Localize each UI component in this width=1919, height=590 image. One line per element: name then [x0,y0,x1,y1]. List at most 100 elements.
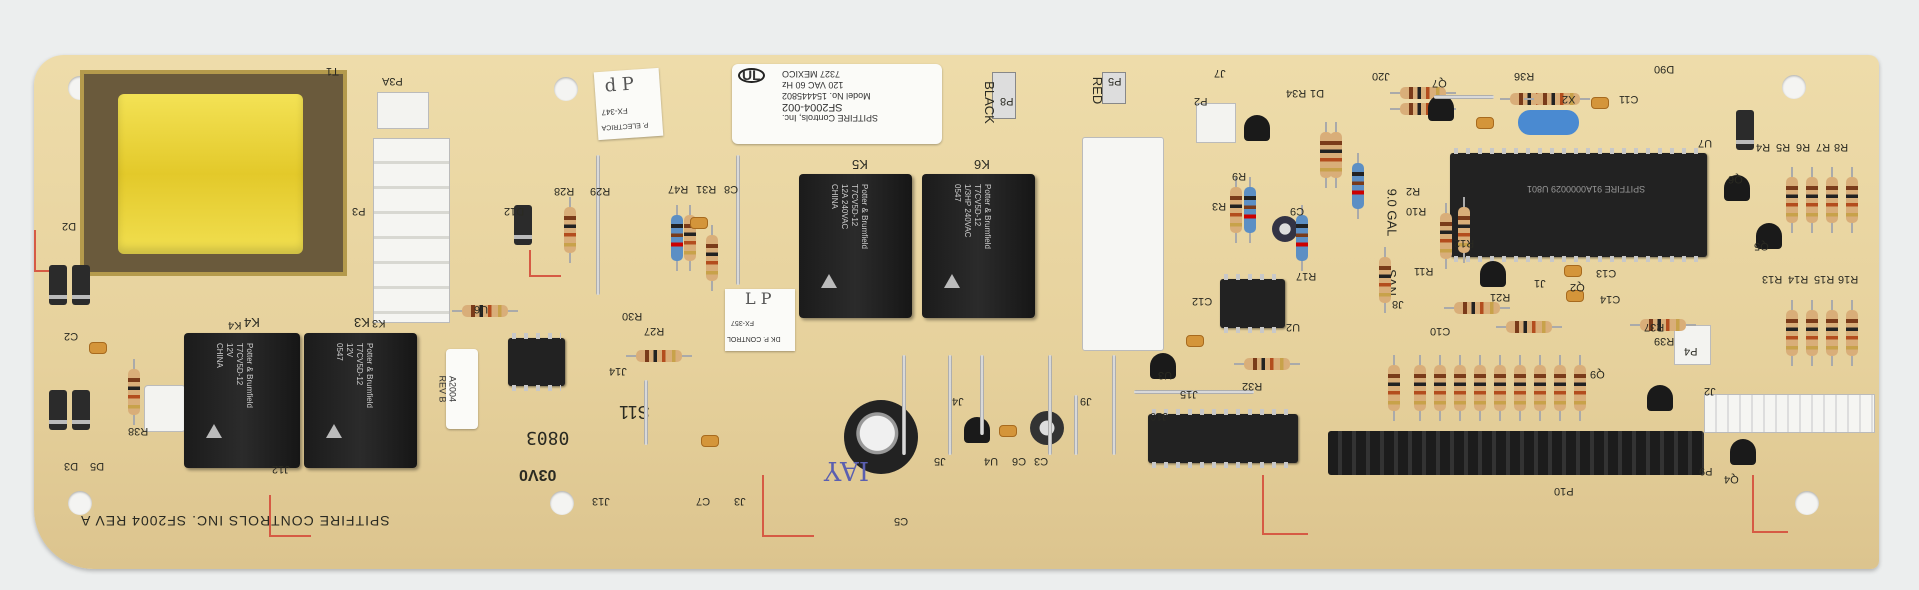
mounting-hole [68,491,92,515]
resistor [1630,319,1696,331]
resistor [1496,321,1562,333]
transistor [1244,115,1270,141]
ref-designator: R4 [1756,141,1771,153]
terminal-p5[interactable] [1102,72,1126,104]
ref-designator: C14 [1600,293,1621,305]
ceramic-resonator-x2 [1518,110,1579,135]
resistor [1458,197,1470,263]
ref-designator: P3A [382,75,403,87]
warning-triangle-icon [944,274,960,288]
wire-jumper [1048,355,1052,455]
date-code: 0803 [526,427,570,448]
terminal-p8[interactable] [992,72,1016,119]
transistor [1756,223,1782,249]
sticker-electrica: d P FX-347 P. ELECTRICA [593,67,664,141]
ref-designator: R28 [554,185,575,197]
ref-designator: R10 [1406,205,1427,217]
manufacturer-silkscreen: SPITFIRE CONTROLS INC. SF2004 REV A [80,513,390,529]
ref-designator: Q5 [1754,240,1769,252]
ic-u2 [1220,274,1285,333]
diode [72,390,90,430]
wire-jumper [902,355,906,455]
ref-designator: P3 [352,205,366,217]
resistor [1554,355,1566,421]
capacitor-c3 [1030,411,1064,445]
transistor [1647,385,1673,411]
ref-designator: J13 [592,495,610,507]
ref-designator: D90 [1654,63,1675,75]
sticker-control: L P FX-357 DK P. CONTROL [725,289,795,351]
transformer [80,70,347,276]
wire-jumper [948,355,952,455]
connector-p9[interactable] [1704,394,1875,433]
model-label-sticker: UL SPITFIRE Controls, Inc. SF2004-002 Mo… [732,64,942,144]
ref-designator: R34 [1286,87,1307,99]
ref-designator: R11 [1414,265,1434,277]
ref-designator: D12 [504,205,525,217]
resistor [452,305,518,317]
connector-p10[interactable] [1328,431,1704,475]
ref-designator: R47 [668,183,689,195]
connector-p4[interactable] [1674,325,1711,365]
ref-designator: Q7 [1432,77,1447,89]
ceramic-capacitor [1564,265,1582,277]
wire-jumper [1112,355,1116,455]
resistor [1826,167,1838,233]
ref-designator: R36 [1514,70,1535,82]
transistor [964,417,990,443]
resistor [1806,300,1818,366]
ref-designator: R32 [1242,380,1263,392]
ic-u3 [1148,409,1298,468]
connector-p3[interactable] [373,138,450,323]
ref-designator: J10 [1150,410,1168,422]
resistor [1524,93,1590,105]
resistor [1806,167,1818,233]
ref-designator: J4 [952,395,964,407]
mounting-hole [550,491,574,515]
ref-designator: U3 [1158,369,1173,381]
resistor [1454,355,1466,421]
ceramic-capacitor [1476,117,1494,129]
ref-designator: C10 [1430,325,1451,337]
transformer-coil [118,94,303,254]
microcontroller-u7: SPITFIRE 91A0000029 U801 [1450,148,1707,262]
ceramic-capacitor [701,435,719,447]
resistor [1494,355,1506,421]
ref-designator: R3 [1212,200,1227,212]
ref-designator: C3 [1034,455,1049,467]
capacitor-c9 [1272,216,1298,242]
ref-designator: T1 [326,65,339,77]
ref-designator: C12 [1192,295,1213,307]
ref-k3: K3 [354,315,370,330]
trace-mark [762,475,814,537]
ref-designator: K4 [228,319,242,331]
ref-designator: P10 [1554,485,1574,497]
ref-designator: C6 [1012,455,1027,467]
transistor [1428,95,1454,121]
ref-designator: J12 [272,463,290,475]
transistor [1730,439,1756,465]
resistor [1534,355,1546,421]
trace-mark [1262,475,1308,535]
connector-p2[interactable] [1196,103,1236,143]
ref-designator: Q4 [1724,473,1739,485]
ceramic-capacitor [999,425,1017,437]
transistor [1480,261,1506,287]
ref-designator: J8 [1392,298,1404,310]
wire-jumper [644,380,648,445]
ref-designator: R37 [1644,321,1665,333]
ceramic-capacitor [690,217,708,229]
wire-jumper [1074,395,1078,455]
ref-designator: C7 [696,495,711,507]
resistor [1296,205,1308,271]
ref-designator: Q9 [1590,368,1605,380]
connector-p3a[interactable] [377,92,429,129]
wire-jumper [596,155,600,295]
ref-designator: Q6 [1728,173,1743,185]
resistor [1786,300,1798,366]
warning-triangle-icon [326,424,342,438]
resistor [1826,300,1838,366]
ref-designator: R38 [128,425,149,437]
